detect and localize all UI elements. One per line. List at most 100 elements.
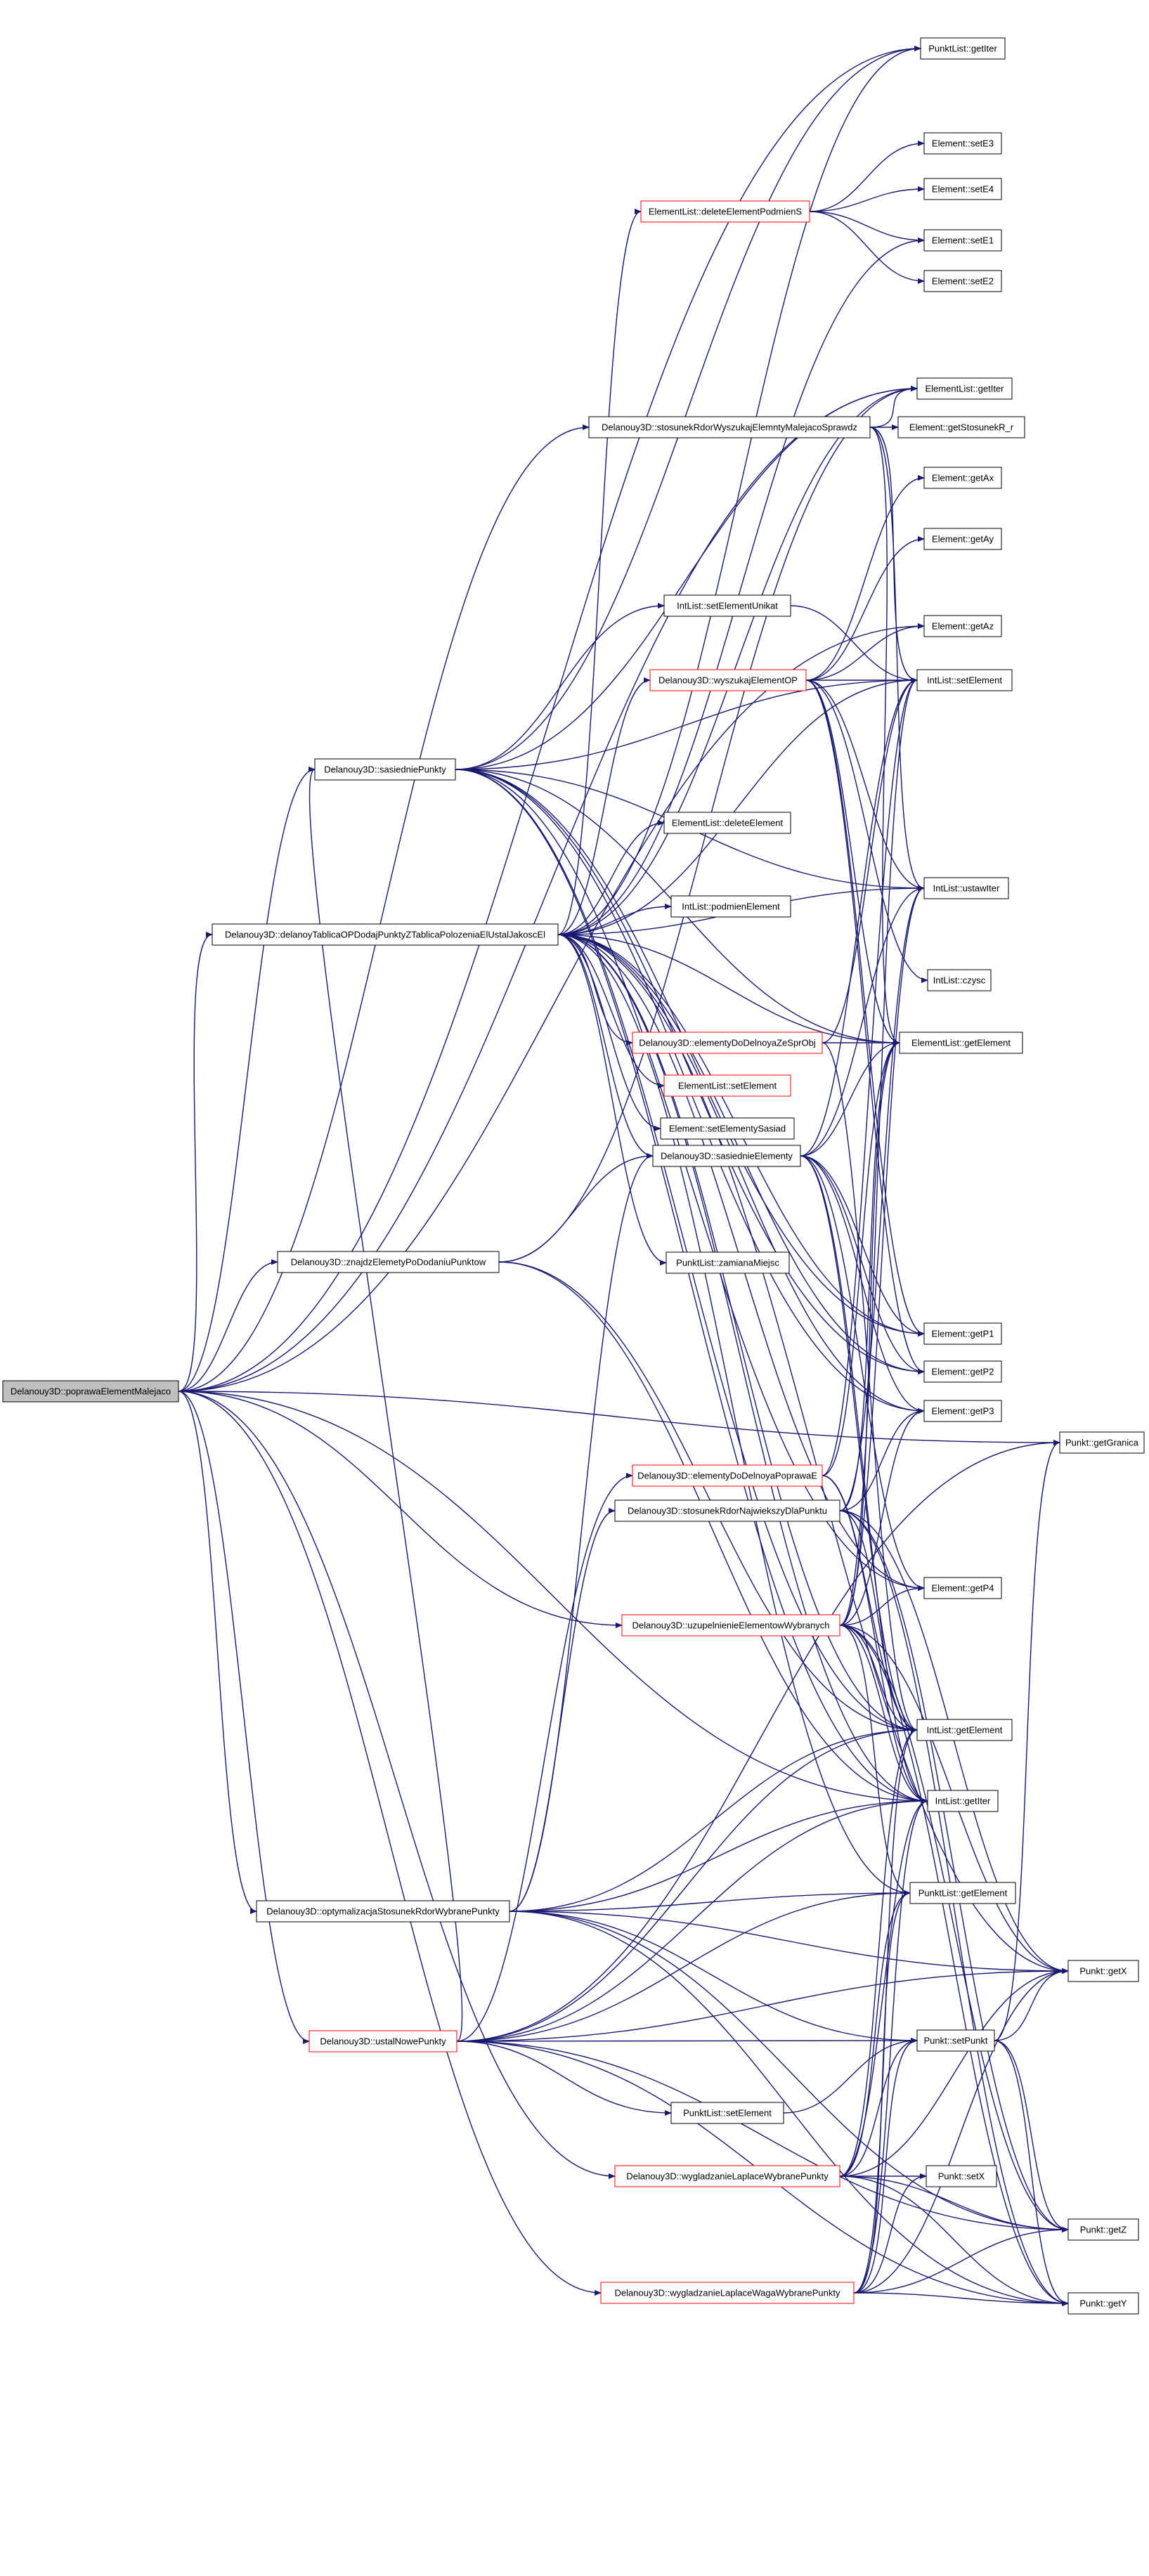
node-delanouy3d-delanoytablicaopdodajpunktyztablicapolozeniaelustaljakoscel[interactable]: Delanouy3D::delanoyTablicaOPDodajPunktyZ… bbox=[212, 923, 559, 946]
node-delanouy3d-ustalnowepunkty[interactable]: Delanouy3D::ustalNowePunkty bbox=[309, 2030, 457, 2053]
node-box bbox=[652, 1145, 801, 1167]
node-box bbox=[927, 1790, 999, 1812]
edge-punktlist-setelement-to-punkt-setpunkt bbox=[783, 2038, 918, 2114]
edge-delanouy3d-wygladzanielaplacewagawybranepunkty-to-punkt-setx bbox=[853, 2173, 927, 2294]
node-punktlist-zamianamiejsc[interactable]: PunktList::zamianaMiejsc bbox=[666, 1251, 790, 1274]
node-label: Delanouy3D::stosunekRdorNajwiekszyDlaPun… bbox=[628, 1506, 827, 1516]
edge-elementlist-deleteelementpodmiens-to-element-sete1 bbox=[809, 211, 925, 243]
node-punkt-getx[interactable]: Punkt::getX bbox=[1067, 1960, 1139, 1982]
node-delanouy3d-wyszukajelementop[interactable]: Delanouy3D::wyszukajElementOP bbox=[649, 669, 807, 691]
node-delanouy3d-wygladzanielaplacewybranepunkty[interactable]: Delanouy3D::wygladzanieLaplaceWybranePun… bbox=[614, 2165, 840, 2187]
edge-delanouy3d-uzupelnienieelementowwybranych-to-element-getp3 bbox=[839, 1408, 925, 1626]
node-delanouy3d-znajdzelemetypododaniupunktow[interactable]: Delanouy3D::znajdzElemetyPoDodaniuPunkto… bbox=[277, 1251, 500, 1273]
node-delanouy3d-sasiednieelementy[interactable]: Delanouy3D::sasiednieElementy bbox=[652, 1145, 801, 1167]
node-box bbox=[923, 270, 1002, 292]
node-intlist-getelement[interactable]: IntList::getElement bbox=[916, 1719, 1013, 1741]
edge-delanouy3d-uzupelnienieelementowwybranych-to-punkt-gety bbox=[839, 1625, 1069, 2306]
node-elementlist-deleteelementpodmiens[interactable]: ElementList::deleteElementPodmienS bbox=[640, 200, 810, 223]
node-element-getaz[interactable]: Element::getAz bbox=[923, 615, 1002, 637]
node-label: IntList::ustawIter bbox=[933, 883, 1000, 894]
node-punkt-setx[interactable]: Punkt::setX bbox=[926, 2165, 997, 2187]
node-elementlist-deleteelement[interactable]: ElementList::deleteElement bbox=[663, 812, 791, 834]
node-delanouy3d-stosunekrdornajwiekszydlapunktu[interactable]: Delanouy3D::stosunekRdorNajwiekszyDlaPun… bbox=[614, 1500, 840, 1522]
node-punkt-getgranica[interactable]: Punkt::getGranica bbox=[1059, 1431, 1145, 1454]
node-element-sete4[interactable]: Element::setE4 bbox=[923, 178, 1002, 200]
node-intlist-ustawiter[interactable]: IntList::ustawIter bbox=[923, 877, 1009, 899]
edge-delanouy3d-ustalnowepunkty-to-punktlist-getelement bbox=[456, 1890, 911, 2042]
node-punkt-getz[interactable]: Punkt::getZ bbox=[1067, 2218, 1139, 2241]
node-punktlist-getelement[interactable]: PunktList::getElement bbox=[909, 1882, 1016, 1904]
node-element-setelementysasiad[interactable]: Element::setElementySasiad bbox=[660, 1117, 795, 1140]
node-delanouy3d-elementydodelnoyazesprobj[interactable]: Delanouy3D::elementyDoDelnoyaZeSprObj bbox=[632, 1032, 823, 1054]
node-delanouy3d-stosunekrdorwyszukajelemntymalejacosprawdz[interactable]: Delanouy3D::stosunekRdorWyszukajElemntyM… bbox=[588, 416, 871, 438]
node-label: IntList::setElementUnikat bbox=[677, 601, 778, 611]
node-label: Delanouy3D::optymalizacjaStosunekRdorWyb… bbox=[266, 1906, 500, 1917]
node-label: Delanouy3D::poprawaElementMalejaco bbox=[11, 1386, 171, 1397]
node-punkt-setpunkt[interactable]: Punkt::setPunkt bbox=[916, 2029, 995, 2052]
node-box bbox=[923, 132, 1002, 155]
node-element-getp4[interactable]: Element::getP4 bbox=[923, 1577, 1002, 1599]
edge-delanouy3d-sasiednieelementy-to-element-getp4 bbox=[800, 1155, 925, 1591]
node-label: Element::setE4 bbox=[932, 184, 994, 195]
edge-delanouy3d-stosunekrdorwyszukajelemntymalejacosprawdz-to-intlist-ustawiter bbox=[869, 427, 925, 891]
edge-delanouy3d-delanoytablicaopdodajpunktyztablicapolozeniaelustaljakoscel-to-intlist-podmienelement bbox=[557, 904, 672, 935]
edge-delanouy3d-poprawaelementmalejaco-to-delanouy3d-wygladzanielaplacewybranepunkty bbox=[178, 1391, 616, 2179]
node-element-getstosunekr-r[interactable]: Element::getStosunekR_r bbox=[897, 416, 1025, 438]
node-label: ElementList::getIter bbox=[926, 384, 1005, 394]
node-label: Element::setE2 bbox=[932, 276, 994, 287]
node-delanouy3d-sasiedniepunkty[interactable]: Delanouy3D::sasiedniePunkty bbox=[314, 758, 456, 781]
edge-delanouy3d-ustalnowepunkty-to-intlist-getiter bbox=[456, 1798, 928, 2042]
edge-delanouy3d-optymalizacjastosunekrdorwybranepunkty-to-punkt-getx bbox=[509, 1911, 1069, 1974]
edge-delanouy3d-elementydodelnoyapoprawae-to-elementlist-getelement bbox=[822, 1040, 900, 1476]
edge-delanouy3d-poprawaelementmalejaco-to-punkt-getgranica bbox=[178, 1391, 1060, 1445]
edge-delanouy3d-sasiedniepunkty-to-intlist-setelementunikat bbox=[455, 603, 665, 770]
node-element-getp2[interactable]: Element::getP2 bbox=[923, 1360, 1002, 1383]
edge-delanouy3d-delanoytablicaopdodajpunktyztablicapolozeniaelustaljakoscel-to-intlist-setelement bbox=[557, 677, 918, 935]
node-box bbox=[640, 200, 810, 223]
node-punkt-gety[interactable]: Punkt::getY bbox=[1067, 2292, 1139, 2315]
node-elementlist-setelement[interactable]: ElementList::setElement bbox=[663, 1074, 791, 1097]
node-delanouy3d-optymalizacjastosunekrdorwybranepunkty[interactable]: Delanouy3D::optymalizacjaStosunekRdorWyb… bbox=[256, 1900, 510, 1923]
node-box bbox=[2, 1380, 179, 1403]
node-delanouy3d-uzupelnienieelementowwybranych[interactable]: Delanouy3D::uzupelnienieElementowWybrany… bbox=[621, 1614, 840, 1637]
node-element-getp1[interactable]: Element::getP1 bbox=[923, 1322, 1002, 1345]
node-intlist-getiter[interactable]: IntList::getIter bbox=[927, 1790, 999, 1812]
node-intlist-czysc[interactable]: IntList::czysc bbox=[927, 969, 992, 991]
node-delanouy3d-poprawaelementmalejaco[interactable]: Delanouy3D::poprawaElementMalejaco bbox=[2, 1380, 179, 1403]
edge-delanouy3d-delanoytablicaopdodajpunktyztablicapolozeniaelustaljakoscel-to-punkt-getx bbox=[557, 934, 1069, 1974]
node-element-sete3[interactable]: Element::setE3 bbox=[923, 132, 1002, 155]
node-label: IntList::setElement bbox=[927, 675, 1002, 686]
node-intlist-setelementunikat[interactable]: IntList::setElementUnikat bbox=[663, 594, 791, 617]
node-punktlist-setelement[interactable]: PunktList::setElement bbox=[670, 2102, 784, 2124]
node-box bbox=[916, 377, 1013, 400]
edge-delanouy3d-delanoytablicaopdodajpunktyztablicapolozeniaelustaljakoscel-to-delanouy3d-wyszukajelementop bbox=[557, 677, 651, 935]
node-element-sete1[interactable]: Element::setE1 bbox=[923, 229, 1002, 252]
node-label: ElementList::getElement bbox=[911, 1038, 1011, 1048]
node-box bbox=[909, 1882, 1016, 1904]
node-box bbox=[1067, 2292, 1139, 2315]
node-element-getay[interactable]: Element::getAy bbox=[923, 528, 1002, 550]
node-element-sete2[interactable]: Element::setE2 bbox=[923, 270, 1002, 292]
edge-delanouy3d-delanoytablicaopdodajpunktyztablicapolozeniaelustaljakoscel-to-punktlist-getelement bbox=[557, 934, 911, 1896]
node-box bbox=[670, 2102, 784, 2124]
edge-delanouy3d-poprawaelementmalejaco-to-delanouy3d-stosunekrdorwyszukajelemntymalejacosprawdz bbox=[178, 424, 590, 1392]
node-label: Delanouy3D::wygladzanieLaplaceWybranePun… bbox=[626, 2171, 829, 2182]
node-delanouy3d-elementydodelnoyapoprawae[interactable]: Delanouy3D::elementyDoDelnoyaPoprawaE bbox=[632, 1464, 823, 1487]
node-elementlist-getiter[interactable]: ElementList::getIter bbox=[916, 377, 1013, 400]
edge-delanouy3d-delanoytablicaopdodajpunktyztablicapolozeniaelustaljakoscel-to-punktlist-zamianamiejsc bbox=[557, 934, 667, 1266]
node-intlist-setelement[interactable]: IntList::setElement bbox=[916, 669, 1013, 691]
node-element-getp3[interactable]: Element::getP3 bbox=[923, 1400, 1002, 1422]
edge-punkt-setpunkt-to-punkt-gety bbox=[994, 2040, 1069, 2306]
node-elementlist-getelement[interactable]: ElementList::getElement bbox=[899, 1032, 1023, 1054]
node-box bbox=[600, 2282, 855, 2304]
edge-delanouy3d-wyszukajelementop-to-element-getaz bbox=[805, 623, 925, 681]
node-box bbox=[1059, 1431, 1145, 1454]
node-label: Delanouy3D::znajdzElemetyPoDodaniuPunkto… bbox=[291, 1257, 486, 1268]
node-intlist-podmienelement[interactable]: IntList::podmienElement bbox=[670, 895, 791, 918]
node-element-getax[interactable]: Element::getAx bbox=[923, 467, 1002, 489]
node-punktlist-getiter[interactable]: PunktList::getIter bbox=[920, 37, 1006, 60]
edge-delanouy3d-optymalizacjastosunekrdorwybranepunkty-to-punkt-setpunkt bbox=[509, 1911, 918, 2043]
node-delanouy3d-wygladzanielaplacewagawybranepunkty[interactable]: Delanouy3D::wygladzanieLaplaceWagaWybran… bbox=[600, 2282, 855, 2304]
edge-delanouy3d-poprawaelementmalejaco-to-delanouy3d-sasiedniepunkty bbox=[178, 767, 316, 1392]
